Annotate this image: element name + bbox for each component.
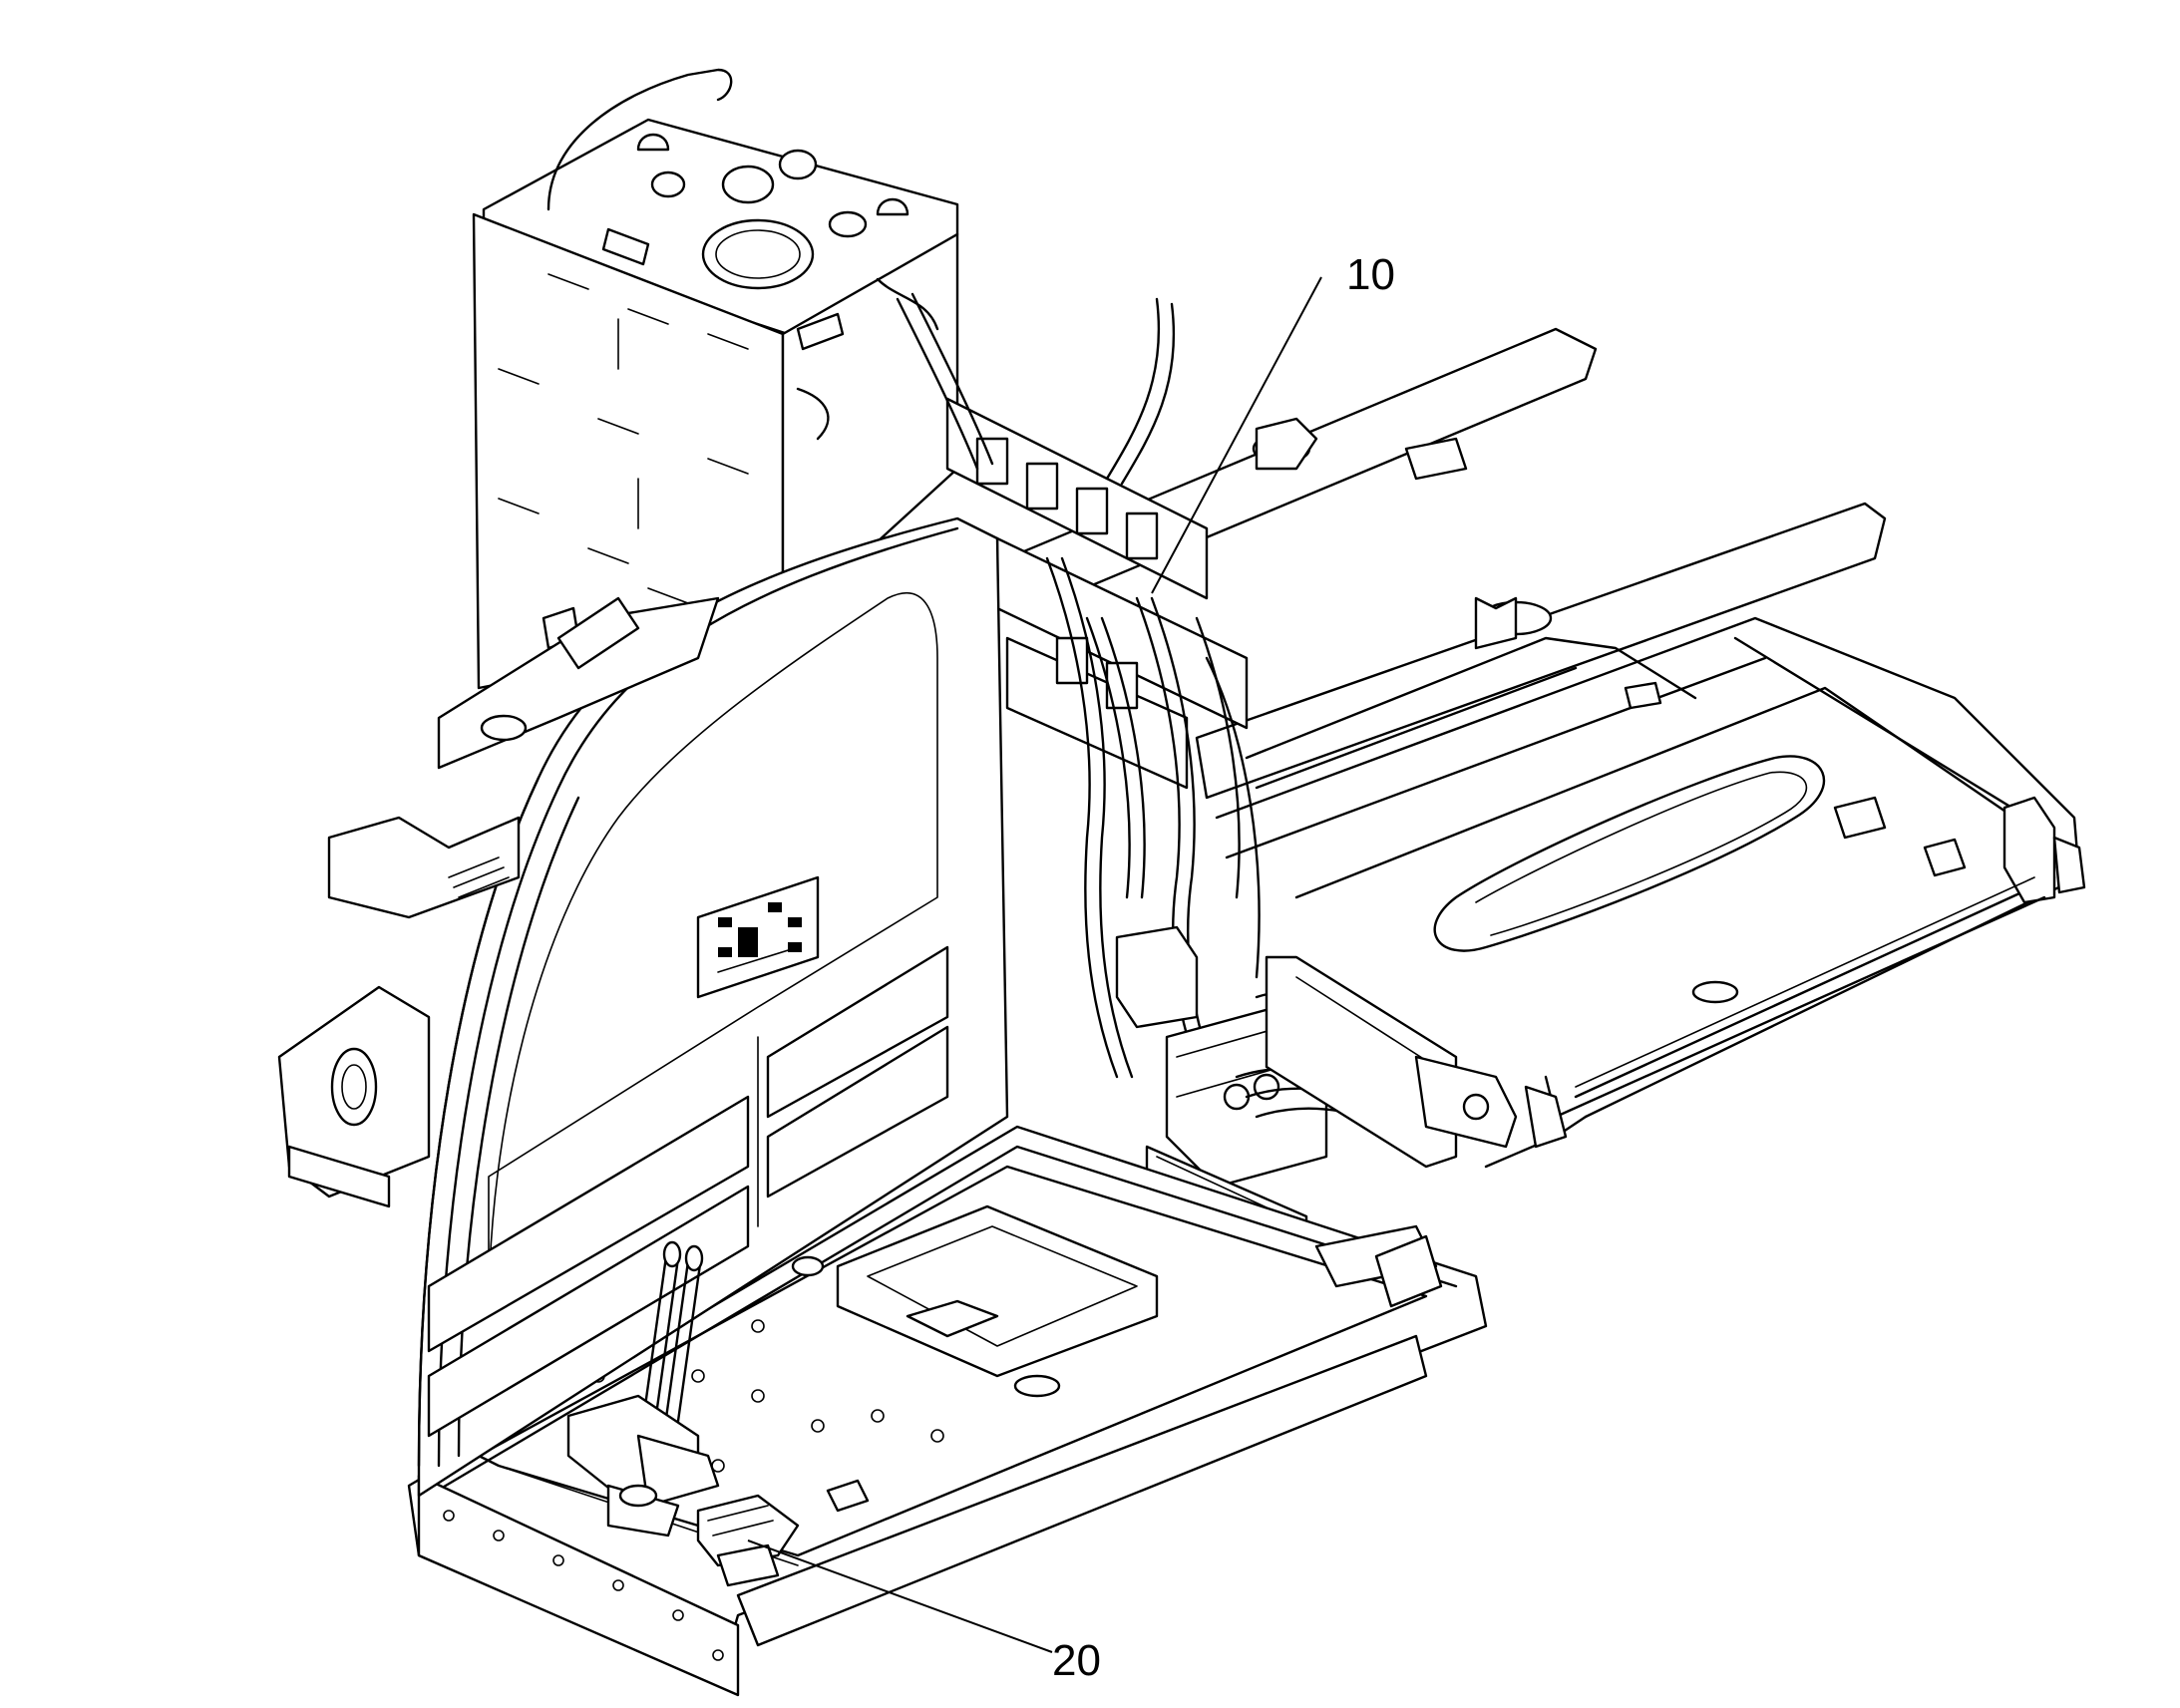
leader-line-10	[1151, 276, 1322, 594]
callout-label-20: 20	[1052, 1636, 1101, 1685]
callout-label-10: 10	[1346, 250, 1395, 299]
pedal-assembly	[566, 1240, 870, 1587]
cab-floor-plate	[407, 1125, 1488, 1697]
leader-line-20	[747, 1539, 1053, 1653]
valve-block-assembly	[896, 292, 1568, 1258]
cab-side-wall	[277, 516, 1009, 1498]
callout-20: 20	[747, 1539, 1101, 1685]
callout-10: 10	[1151, 250, 1395, 594]
